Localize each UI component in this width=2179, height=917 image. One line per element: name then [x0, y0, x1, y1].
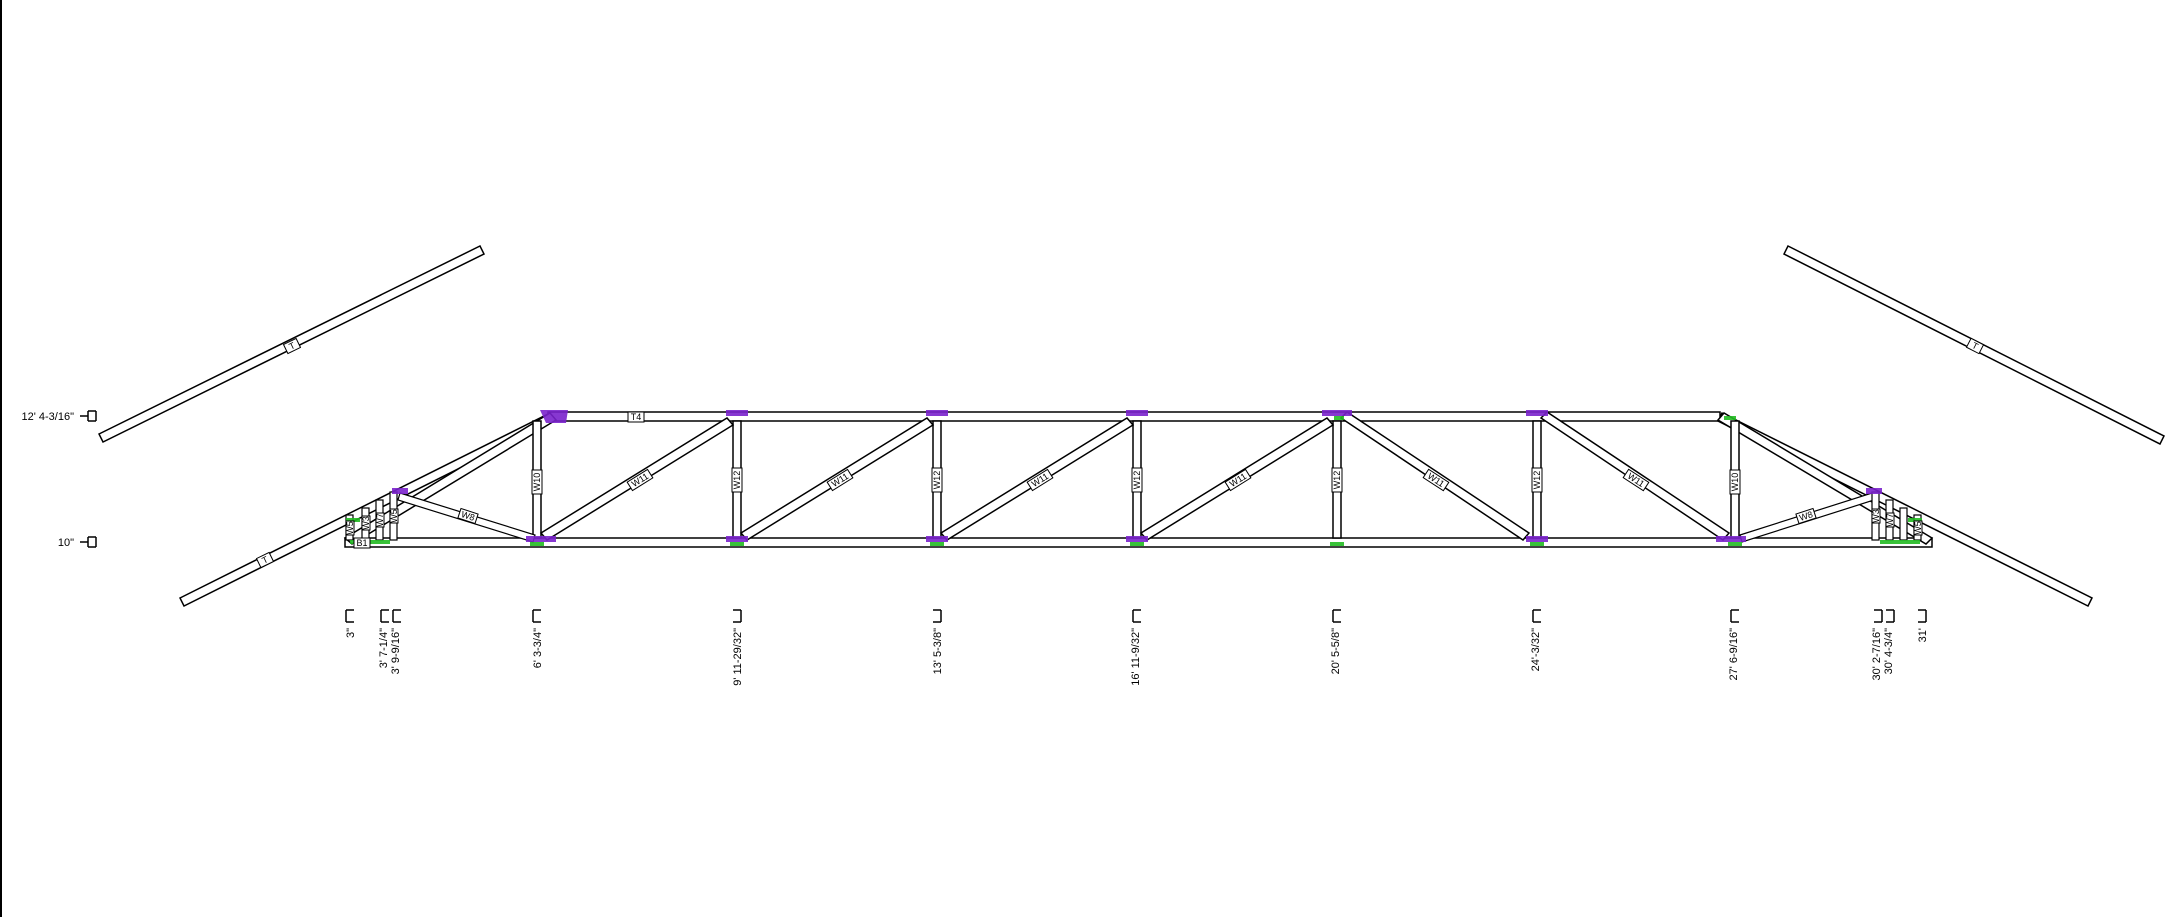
member-tag-end-web: W3	[1871, 508, 1881, 524]
height-dimensions: 12' 4-3/16" 10"	[22, 410, 97, 549]
member-tag-left-overhang: T	[282, 337, 302, 355]
svg-text:3' 9-9/16": 3' 9-9/16"	[390, 628, 402, 674]
svg-text:T: T	[260, 554, 270, 566]
member-tag-top-chord: T4	[627, 411, 645, 423]
member-tag-end-web: W7	[1885, 512, 1895, 528]
svg-text:W8: W8	[460, 509, 476, 523]
position-dim: 30' 4-3/4"	[1883, 609, 1895, 674]
position-dim: 3' 9-9/16"	[390, 609, 402, 674]
position-dim: 31'	[1917, 609, 1929, 642]
member-tag-end-web: W3	[361, 515, 371, 531]
member-tag-end-web: W5	[389, 508, 399, 524]
svg-text:31': 31'	[1917, 628, 1929, 642]
position-dim: 20' 5-5/8"	[1330, 609, 1342, 674]
position-dim: 16' 11-9/32"	[1130, 609, 1142, 686]
svg-text:W12: W12	[1532, 471, 1542, 490]
position-dim: 30' 2-7/16"	[1871, 609, 1883, 681]
svg-text:T4: T4	[631, 412, 642, 422]
svg-text:9' 11-29/32": 9' 11-29/32"	[732, 628, 744, 686]
member-tag-end-web: W5	[345, 520, 355, 536]
svg-text:W12: W12	[1332, 471, 1342, 490]
height-dim-bracket-bottom	[80, 536, 97, 548]
position-dimensions: 3" 3' 7-1/4" 3' 9-9/16" 6' 3-3/4" 9' 11-…	[345, 609, 1929, 686]
svg-text:W7: W7	[1885, 513, 1895, 527]
member-tag-vertical: W12	[1331, 467, 1343, 493]
svg-text:13' 5-3/8": 13' 5-3/8"	[932, 628, 944, 674]
svg-text:16' 11-9/32": 16' 11-9/32"	[1130, 628, 1142, 686]
position-dim: 27' 6-9/16"	[1728, 609, 1740, 681]
height-dim-top: 12' 4-3/16"	[22, 411, 75, 423]
svg-text:W3: W3	[361, 516, 371, 530]
svg-text:20' 5-5/8": 20' 5-5/8"	[1330, 628, 1342, 674]
position-dim: 9' 11-29/32"	[732, 609, 744, 686]
member-tag-bottom-left: B1	[353, 537, 371, 549]
svg-text:W8: W8	[1798, 509, 1814, 523]
svg-text:W12: W12	[932, 471, 942, 490]
svg-text:3' 7-1/4": 3' 7-1/4"	[378, 628, 390, 668]
svg-text:6' 3-3/4": 6' 3-3/4"	[532, 628, 544, 668]
member-tag-vertical: W12	[1531, 467, 1543, 493]
svg-text:W5: W5	[1913, 521, 1923, 535]
svg-text:B1: B1	[356, 538, 367, 548]
svg-text:W12: W12	[732, 471, 742, 490]
svg-text:W5: W5	[345, 521, 355, 535]
member-tag-vertical: W12	[731, 467, 743, 493]
svg-text:3": 3"	[345, 628, 357, 638]
position-dim: 24'-3/32"	[1530, 609, 1542, 671]
height-dim-bracket-top	[80, 410, 97, 422]
svg-text:30' 2-7/16": 30' 2-7/16"	[1871, 628, 1883, 681]
position-dim: 13' 5-3/8"	[932, 609, 944, 674]
svg-text:W7: W7	[375, 513, 385, 527]
svg-text:W3: W3	[1871, 509, 1881, 523]
member-tag-vertical: W12	[931, 467, 943, 493]
svg-text:W5: W5	[389, 509, 399, 523]
position-dim: 3' 7-1/4"	[378, 609, 390, 668]
member-tag-vertical: W10	[531, 469, 543, 495]
svg-text:30' 4-3/4": 30' 4-3/4"	[1883, 628, 1895, 674]
member-tag-vertical: W10	[1729, 469, 1741, 495]
svg-text:T: T	[287, 340, 297, 352]
svg-text:W10: W10	[532, 473, 542, 492]
svg-text:24'-3/32": 24'-3/32"	[1530, 628, 1542, 671]
member-tag-right-overhang: T	[1965, 337, 1985, 355]
position-dim: 3"	[345, 609, 357, 638]
member-tag-end-web: W8	[457, 507, 479, 525]
svg-text:27' 6-9/16": 27' 6-9/16"	[1728, 628, 1740, 681]
member-tag-end-web: W5	[1913, 520, 1923, 536]
svg-text:T: T	[1970, 340, 1980, 352]
svg-text:W10: W10	[1730, 473, 1740, 492]
svg-text:W12: W12	[1132, 471, 1142, 490]
member-tag-left-lower: T	[255, 551, 275, 569]
connector-plates	[346, 410, 1922, 546]
member-tag-end-web: W8	[1795, 507, 1817, 525]
height-dim-bottom: 10"	[58, 537, 74, 549]
position-dim: 6' 3-3/4"	[532, 609, 544, 668]
member-tags: T4 T T T B1 W10 W12 W12	[255, 337, 1985, 569]
member-tag-vertical: W12	[1131, 467, 1143, 493]
member-tag-end-web: W7	[375, 512, 385, 528]
